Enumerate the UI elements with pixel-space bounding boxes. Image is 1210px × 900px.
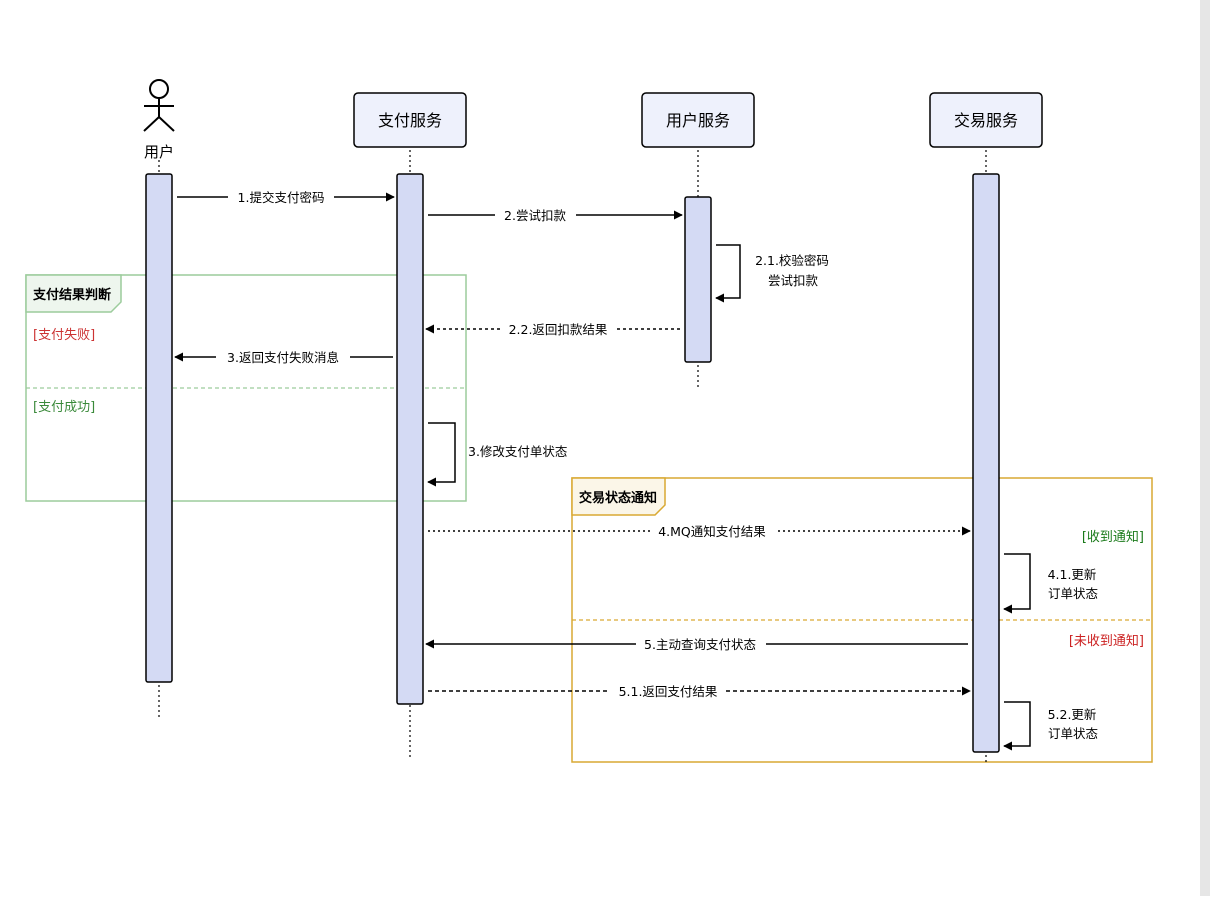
message-5-2-self-arrow (1003, 701, 1031, 751)
actor-user: 用户 (143, 79, 175, 161)
message-2-2-label: 2.2.返回扣款结果 (509, 322, 608, 337)
fragment-payment-result-title: 支付结果判断 (32, 287, 111, 303)
message-4-label: 4.MQ通知支付结果 (658, 524, 766, 539)
activation-payment (396, 173, 424, 705)
message-1-label: 1.提交支付密码 (238, 190, 325, 205)
participant-user-service: 用户服务 (641, 92, 755, 148)
message-5-1-label: 5.1.返回支付结果 (619, 684, 718, 699)
message-5-label: 5.主动查询支付状态 (644, 637, 756, 652)
message-3-update-label: 3.修改支付单状态 (468, 444, 567, 459)
message-3-update-self-arrow (427, 422, 456, 487)
message-2-1-label-line2: 尝试扣款 (768, 273, 819, 288)
activation-user-service (684, 196, 712, 363)
message-3-fail-label: 3.返回支付失败消息 (227, 350, 339, 365)
actor-figure-icon (143, 79, 175, 132)
message-5-2-label-line2: 订单状态 (1048, 726, 1098, 741)
message-4-1-self-arrow (1003, 553, 1031, 614)
fragment-trade-notify-title: 交易状态通知 (579, 490, 657, 506)
message-4-1-label-line2: 订单状态 (1048, 586, 1098, 601)
message-5-2-label-line1: 5.2.更新 (1048, 707, 1097, 722)
activation-user (145, 173, 173, 683)
activation-trade (972, 173, 1000, 753)
activations (145, 173, 1000, 753)
guard-received: [收到通知] (1082, 529, 1144, 545)
messages: 1.提交支付密码 2.尝试扣款 2.1.校验密码 尝试扣款 2.2.返回扣款结果… (174, 190, 1098, 751)
message-2-1-self-arrow (715, 244, 741, 303)
vertical-scrollbar[interactable] (1200, 0, 1210, 896)
message-4-1-label-line1: 4.1.更新 (1048, 567, 1097, 582)
fragment-payment-result: 支付结果判断 [支付失败] [支付成功] (25, 274, 467, 502)
message-2-label: 2.尝试扣款 (504, 208, 566, 223)
actor-user-label: 用户 (144, 143, 174, 161)
participant-user-service-label: 用户服务 (666, 111, 730, 130)
fragment-trade-notify: 交易状态通知 [收到通知] [未收到通知] (571, 477, 1153, 763)
guard-payment-success: [支付成功] (33, 400, 95, 415)
guard-not-received: [未收到通知] (1069, 633, 1144, 649)
participant-trade: 交易服务 (929, 92, 1043, 148)
participant-payment-label: 支付服务 (378, 111, 442, 130)
participant-payment: 支付服务 (353, 92, 467, 148)
participant-trade-label: 交易服务 (954, 111, 1018, 130)
message-2-1-label-line1: 2.1.校验密码 (755, 253, 829, 268)
guard-payment-fail: [支付失败] (33, 328, 95, 343)
